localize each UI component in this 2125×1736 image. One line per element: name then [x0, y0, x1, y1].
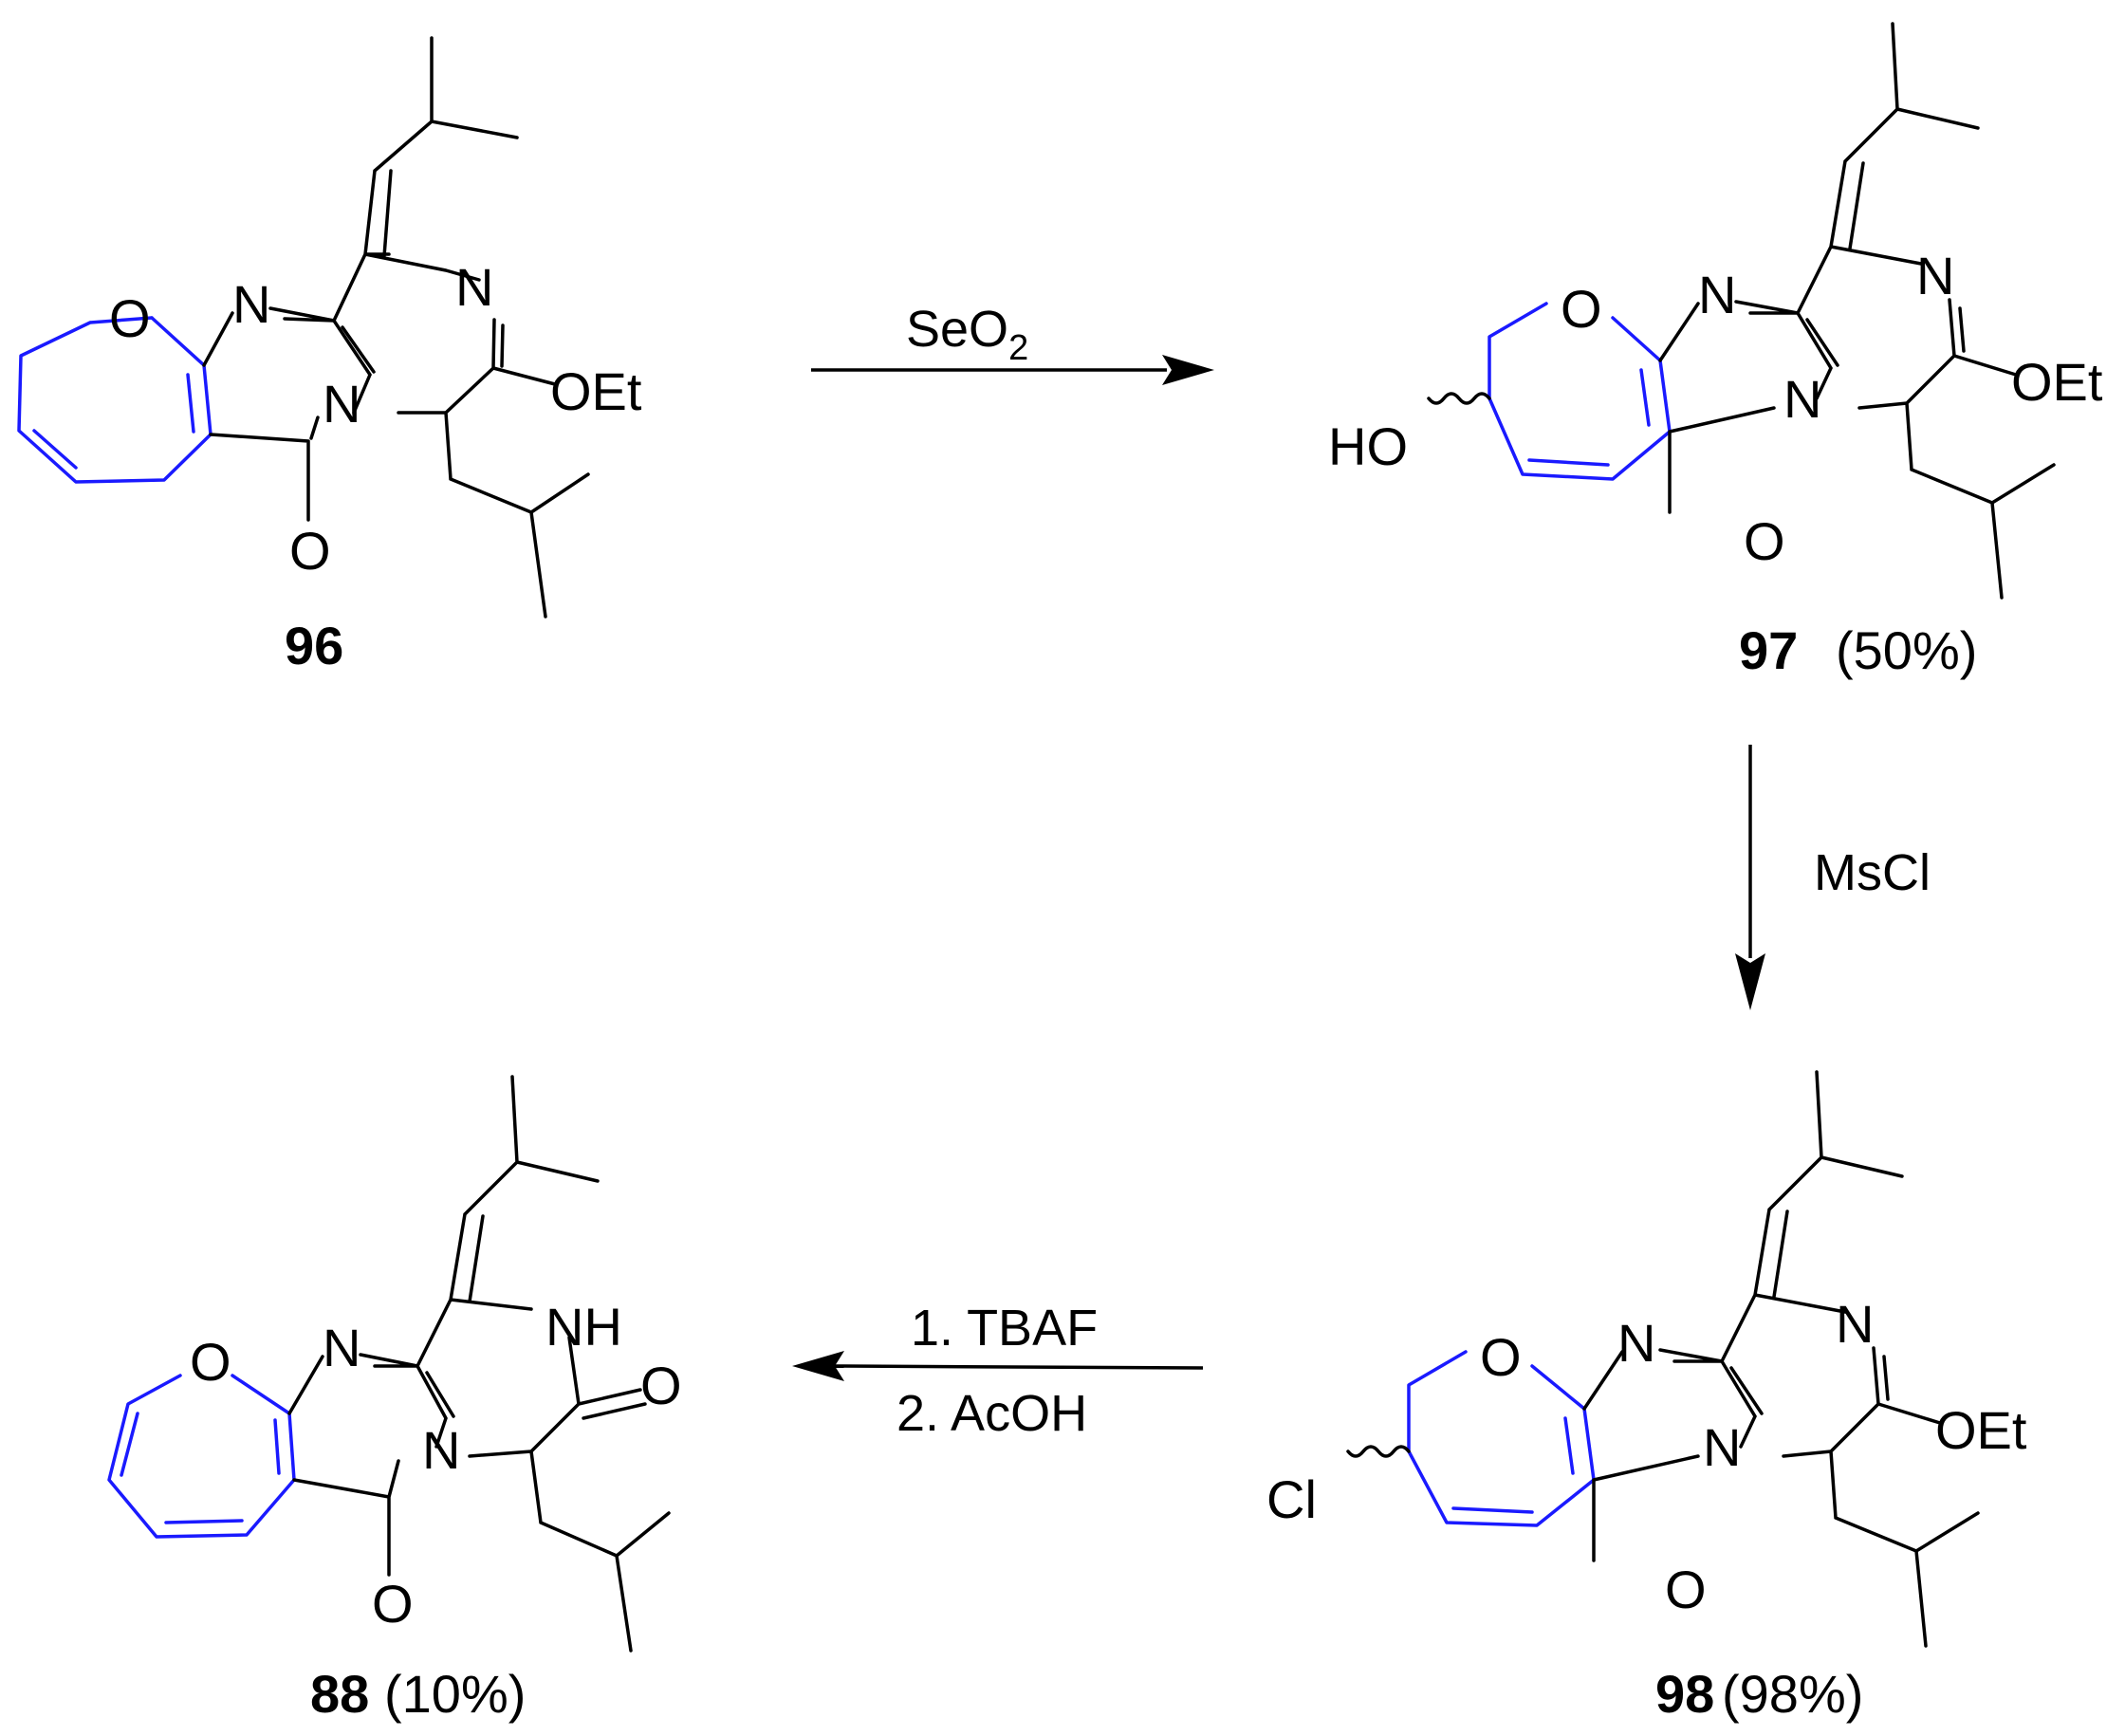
- chloro-wavy-bond: [1346, 1445, 1411, 1458]
- hydroxyl-wavy-bond: [1427, 392, 1491, 405]
- label-97: 97: [1739, 620, 1798, 680]
- atom-n1: N: [1617, 1313, 1655, 1373]
- atom-ho: HO: [1328, 416, 1408, 476]
- atom-o-carbonyl: O: [1665, 1560, 1707, 1619]
- atom-n2: N: [1836, 1294, 1874, 1354]
- atom-o-ring: O: [190, 1332, 231, 1392]
- yield-97: (50%): [1836, 620, 1977, 680]
- label-98: 98: [1655, 1664, 1714, 1724]
- atom-oet: OEt: [1935, 1400, 2027, 1460]
- atom-n2: N: [455, 257, 493, 317]
- atom-o-carbonyl: O: [1744, 511, 1785, 571]
- atom-o-ring: O: [1561, 279, 1602, 339]
- atom-cl: Cl: [1266, 1469, 1317, 1529]
- compound-88: O N NH N O O 88 (10%): [107, 1075, 682, 1724]
- oxepine-ring: [17, 316, 212, 484]
- oxepine-ring: [1488, 302, 1672, 481]
- atom-o-ring: O: [109, 288, 151, 348]
- reagent-step2: 2. AcOH: [896, 1385, 1087, 1442]
- compound-97: O N N N OEt HO O 97 (50%): [1328, 22, 2103, 680]
- core-bonds: [1582, 1070, 1980, 1648]
- yield-98: (98%): [1722, 1664, 1863, 1724]
- arrow-96-to-97: SeO2: [811, 301, 1214, 385]
- atom-o-amide: O: [640, 1356, 682, 1415]
- reagent-step1: 1. TBAF: [911, 1300, 1098, 1357]
- oxepine-ring: [107, 1374, 296, 1539]
- compound-96: O N N N OEt O 96: [17, 36, 642, 675]
- atom-oet: OEt: [2011, 352, 2103, 412]
- reagent-mscl: MsCl: [1814, 844, 1931, 901]
- reagent-seo2: SeO2: [906, 301, 1028, 368]
- label-88: 88: [310, 1664, 369, 1724]
- atom-n3: N: [1703, 1417, 1741, 1477]
- atom-o-ring: O: [1480, 1327, 1522, 1387]
- atom-n1: N: [323, 1318, 360, 1377]
- atom-n3: N: [422, 1420, 460, 1480]
- atom-n3: N: [323, 374, 360, 434]
- core-bonds: [1658, 22, 2056, 600]
- compound-98: O N N N OEt Cl O 98 (98%): [1266, 1070, 2027, 1724]
- arrow-98-to-88: 1. TBAF 2. AcOH: [792, 1300, 1204, 1442]
- oxepine-ring: [1407, 1350, 1596, 1527]
- core-bonds: [202, 36, 590, 619]
- atom-nh: NH: [545, 1297, 622, 1357]
- atom-n3: N: [1783, 369, 1821, 429]
- atom-o-carbonyl: O: [372, 1574, 414, 1634]
- core-bonds: [287, 1075, 671, 1653]
- atom-n2: N: [1916, 246, 1954, 305]
- atom-o-carbonyl: O: [289, 521, 331, 581]
- atom-oet: OEt: [550, 361, 642, 421]
- arrow-97-to-98: MsCl: [1735, 745, 1931, 1010]
- atom-n1: N: [1698, 265, 1736, 324]
- atom-n1: N: [232, 274, 270, 334]
- label-96: 96: [285, 616, 343, 675]
- yield-88: (10%): [384, 1664, 526, 1724]
